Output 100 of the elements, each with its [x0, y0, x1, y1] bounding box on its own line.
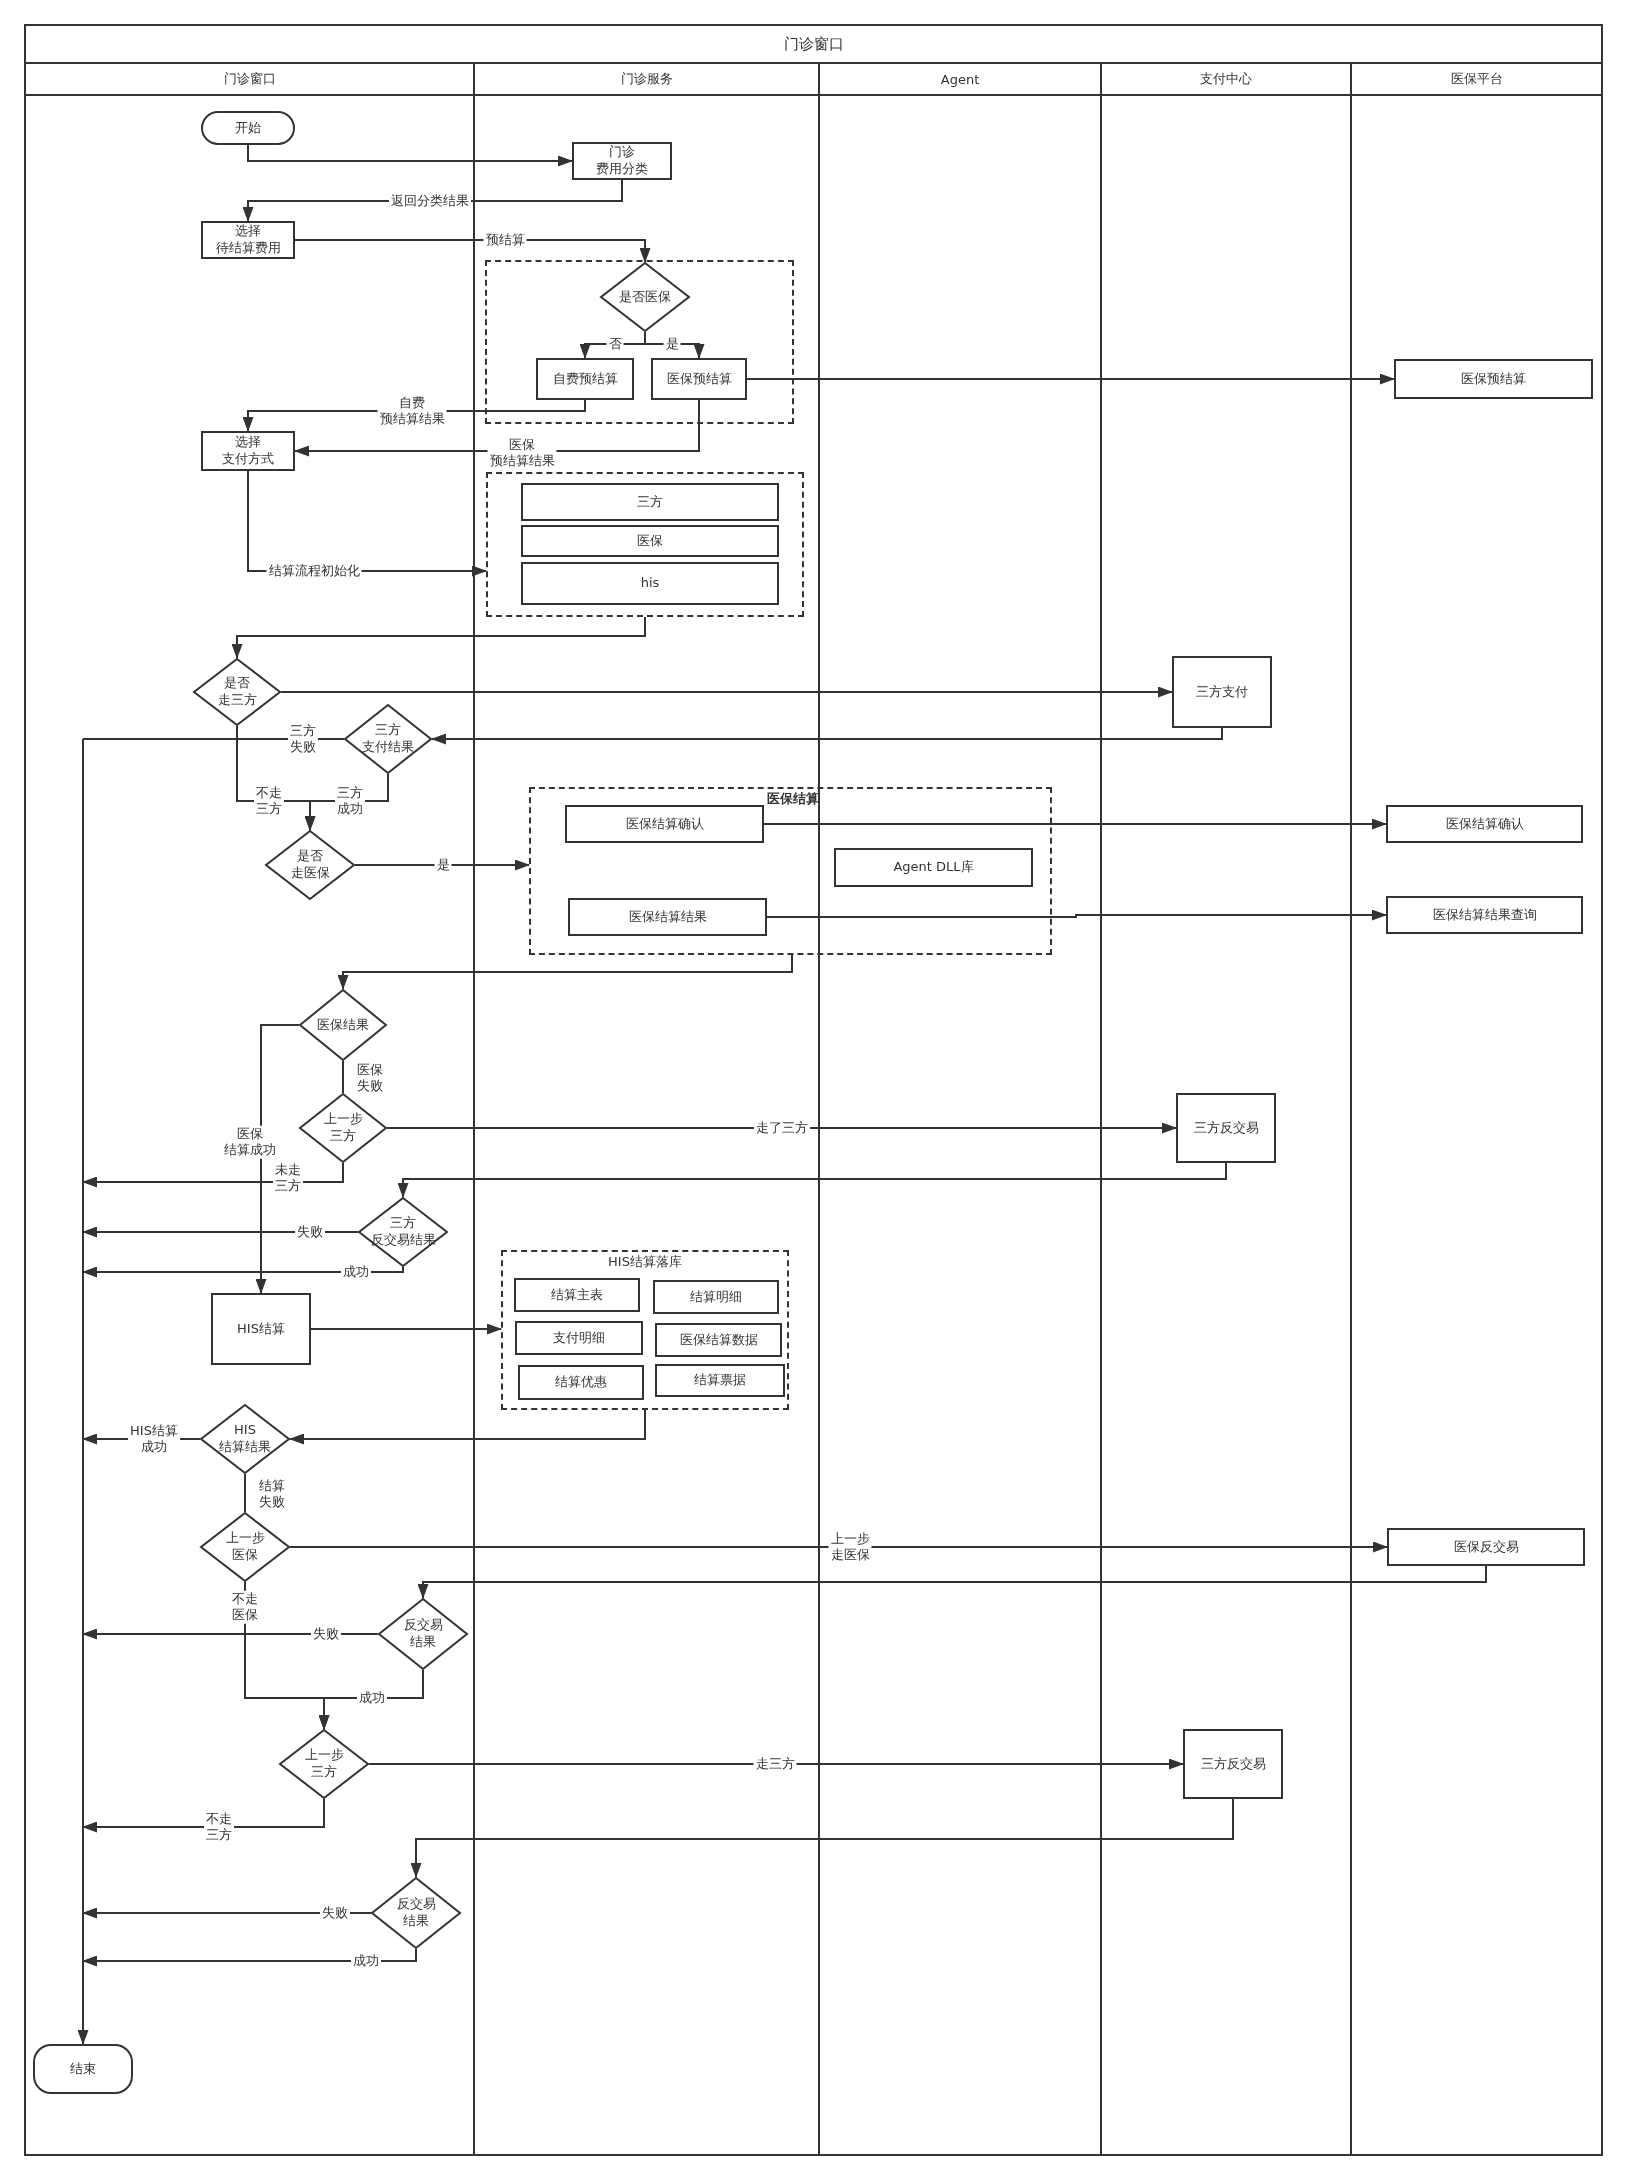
arrow — [397, 1162, 1227, 1198]
process-box: 医保 — [521, 525, 779, 557]
decision-diamond: 上一步医保 — [200, 1512, 290, 1582]
process-box: 结算明细 — [653, 1280, 779, 1314]
arrow — [82, 1798, 325, 1833]
arrow — [231, 616, 646, 659]
arrow — [82, 1628, 379, 1640]
edge-label: 返回分类结果 — [389, 192, 471, 210]
process-box: 三方反交易 — [1183, 1729, 1283, 1799]
lane-header: 门诊窗口 — [223, 70, 276, 88]
arrow — [294, 239, 651, 263]
terminal-box: 开始 — [201, 111, 295, 145]
dashed-group-box — [485, 260, 794, 424]
lane-header: 门诊服务 — [620, 70, 673, 88]
edge-label: 是 — [663, 335, 681, 353]
dashed-group-box — [529, 787, 1052, 955]
process-box: his — [521, 562, 779, 605]
decision-diamond: 是否医保 — [600, 262, 690, 332]
process-box: HIS结算 — [211, 1293, 311, 1365]
process-box: 三方 — [521, 483, 779, 521]
dashed-group-box — [486, 472, 804, 617]
arrow — [354, 859, 530, 871]
edge-label: 医保结算成功 — [222, 1125, 278, 1159]
process-box: 医保预结算 — [651, 358, 747, 400]
process-box: 门诊费用分类 — [572, 142, 672, 180]
process-box: 医保结算数据 — [655, 1323, 782, 1357]
arrow — [82, 1226, 359, 1238]
arrow — [82, 1948, 417, 1967]
process-box: 医保结算结果查询 — [1386, 896, 1583, 934]
edge-label: 三方失败 — [288, 722, 318, 756]
arrow — [82, 1266, 404, 1278]
decision-diamond: 是否走三方 — [193, 658, 281, 726]
group-title: 医保结算 — [767, 791, 819, 808]
edge-label: 三方成功 — [335, 784, 365, 818]
process-box: 医保结算确认 — [565, 805, 764, 843]
decision-diamond: 上一步三方 — [279, 1729, 369, 1799]
connector-line — [342, 1060, 344, 1094]
arrow — [82, 1907, 372, 1919]
edge-label: 自费预结算结果 — [377, 394, 447, 428]
decision-diamond: 三方支付结果 — [344, 704, 432, 774]
process-box: 医保预结算 — [1394, 359, 1593, 399]
edge-label: 失败 — [320, 1904, 350, 1922]
edge-label: 上一步走医保 — [828, 1530, 872, 1564]
decision-diamond: HIS结算结果 — [200, 1404, 290, 1474]
edge-label: 成功 — [341, 1263, 371, 1281]
edge-label: 未走三方 — [273, 1161, 303, 1195]
lane-header: Agent — [940, 71, 980, 87]
edge-label: 走三方 — [753, 1755, 797, 1773]
decision-diamond: 医保结果 — [299, 989, 387, 1061]
arrow — [386, 1122, 1177, 1134]
decision-diamond: 反交易结果 — [378, 1598, 468, 1670]
process-box: 结算主表 — [514, 1278, 640, 1312]
connector-line — [244, 1473, 246, 1513]
decision-diamond: 是否走医保 — [265, 830, 355, 900]
process-box: 医保反交易 — [1387, 1528, 1585, 1566]
group-title: HIS结算落库 — [608, 1254, 682, 1271]
lane-header: 支付中心 — [1200, 70, 1252, 88]
process-box: 结算优惠 — [518, 1365, 644, 1400]
arrow — [410, 1798, 1234, 1878]
process-box: 选择待结算费用 — [201, 221, 295, 259]
decision-diamond: 反交易结果 — [371, 1877, 461, 1949]
connector-line — [82, 738, 345, 740]
process-box: 选择支付方式 — [201, 431, 295, 471]
arrow — [431, 727, 1223, 745]
process-box: 自费预结算 — [536, 358, 634, 400]
arrow — [255, 1024, 300, 1294]
edge-label: 失败 — [311, 1625, 341, 1643]
edge-label: 不走医保 — [230, 1590, 260, 1624]
edge-label: 成功 — [357, 1689, 387, 1707]
arrow — [82, 1162, 344, 1188]
edge-label: HIS结算成功 — [128, 1422, 180, 1456]
arrow — [766, 909, 1387, 921]
edge-label: 失败 — [295, 1223, 325, 1241]
edge-label: 走了三方 — [754, 1119, 810, 1137]
edge-label: 成功 — [351, 1952, 381, 1970]
edge-label: 否 — [606, 335, 624, 353]
edge-label: 预结算 — [483, 231, 527, 249]
edge-label: 医保预结算结果 — [487, 436, 557, 470]
edge-label: 结算失败 — [257, 1477, 287, 1511]
process-box: 三方支付 — [1172, 656, 1272, 728]
terminal-box: 结束 — [33, 2044, 133, 2094]
process-box: 医保结算结果 — [568, 898, 767, 936]
arrow — [746, 373, 1395, 385]
lane-header: 医保平台 — [1450, 70, 1503, 88]
arrow — [368, 1758, 1184, 1770]
edge-label: 结算流程初始化 — [266, 562, 362, 580]
process-box: 三方反交易 — [1176, 1093, 1276, 1163]
process-box: 结算票据 — [655, 1364, 785, 1397]
process-box: 支付明细 — [515, 1321, 643, 1355]
decision-diamond: 上一步三方 — [299, 1093, 387, 1163]
arrow — [763, 818, 1387, 830]
edge-label: 不走三方 — [204, 1810, 234, 1844]
process-box: Agent DLL库 — [834, 848, 1033, 887]
arrow — [417, 1565, 1487, 1599]
edge-label: 不走三方 — [254, 784, 284, 818]
arrow — [280, 686, 1173, 698]
edge-label: 是 — [434, 856, 452, 874]
arrow — [247, 144, 573, 167]
arrow — [289, 1409, 646, 1445]
arrow — [289, 1541, 1388, 1553]
